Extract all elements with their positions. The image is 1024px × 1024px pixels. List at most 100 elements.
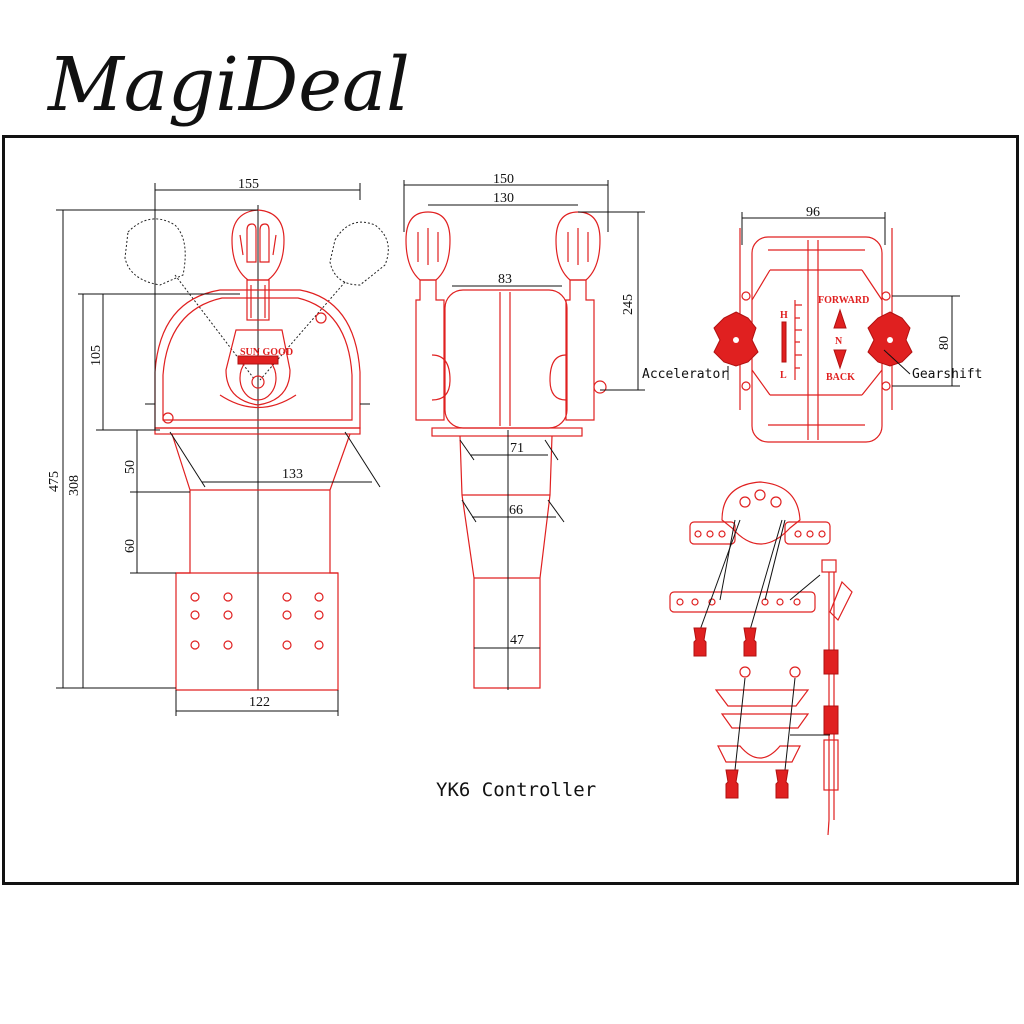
side-knob [593, 380, 607, 394]
arm-hole [718, 530, 726, 538]
dim-133-label: 133 [282, 467, 303, 482]
gearshift-leader [883, 349, 911, 375]
arm-hole [706, 530, 714, 538]
front-handle [231, 209, 285, 281]
dim-150-label: 150 [493, 172, 514, 187]
clamp-nut [789, 666, 801, 678]
gearshift-label: Gearshift [912, 367, 982, 382]
front-neck [171, 433, 351, 691]
dim-47-label: 47 [510, 633, 524, 648]
front-housing [154, 289, 361, 429]
mount-arm-right [784, 521, 831, 545]
mount-hole [190, 592, 200, 602]
cable-clevis [821, 559, 837, 573]
cable-sleeve [823, 649, 839, 675]
side-base-plate [431, 427, 583, 437]
top-view: H L FORWARD N BACK Accelerator Gearshift… [642, 205, 982, 443]
dim-80-label: 80 [937, 336, 952, 350]
dim-122-label: 122 [249, 695, 270, 710]
side-lever-left-groove [417, 228, 439, 265]
mount-hole [282, 640, 292, 650]
bracket-hole [754, 489, 766, 501]
dim-475-label: 475 [47, 471, 62, 492]
top-throttle-bar [781, 321, 787, 363]
mount-hole [314, 640, 324, 650]
front-badge-text: SUN GOOD [240, 347, 293, 358]
dim-308-label: 308 [67, 475, 82, 496]
side-lever-right-handle [555, 211, 601, 281]
side-lever-left-arm [415, 279, 445, 421]
front-badge [237, 355, 279, 365]
top-mark-back: BACK [826, 372, 855, 383]
accelerator-label: Accelerator [642, 367, 728, 382]
dim-133-diag-r [344, 431, 381, 488]
side-lever-right-arm [565, 279, 595, 421]
front-base-plate [154, 427, 361, 435]
side-lever-right-groove [567, 228, 589, 265]
clamp-line [734, 677, 746, 771]
dim-50-label: 50 [123, 460, 138, 474]
top-mark-h: H [780, 310, 788, 321]
side-neck [459, 435, 553, 689]
arm-hole [694, 530, 702, 538]
top-mark-l: L [780, 370, 787, 381]
arm-hole [818, 530, 826, 538]
top-housing-bevel [751, 249, 883, 426]
mount-hole [282, 592, 292, 602]
front-view: SUN GOOD 155 47 [47, 177, 389, 716]
side-view: 150 130 83 245 71 66 47 [403, 172, 645, 690]
dim-245-label: 245 [621, 294, 636, 315]
clamp-nut [739, 666, 751, 678]
gearshift-knob-center [887, 337, 893, 343]
cable-tail [827, 819, 830, 836]
front-lever-stem [246, 279, 270, 321]
clamp-plate [720, 713, 810, 729]
bolt [693, 627, 707, 657]
dim-96-label: 96 [806, 205, 820, 220]
top-screw [741, 291, 751, 301]
assembly-line [719, 519, 736, 601]
front-pivot-arc [219, 394, 297, 409]
mount-plate [669, 591, 816, 613]
dim-71-diag-l [459, 439, 475, 461]
ghost-lever-left [124, 218, 256, 381]
assembly-line [789, 574, 821, 601]
plate-hole [793, 598, 801, 606]
mount-hole [314, 610, 324, 620]
top-screw [881, 381, 891, 391]
top-scale-ticks [794, 300, 802, 380]
accelerator-knob-center [733, 337, 739, 343]
dim-60-label: 60 [123, 539, 138, 553]
mount-hole [190, 640, 200, 650]
dim-71-label: 71 [510, 441, 524, 456]
bolt [743, 627, 757, 657]
front-screw-left [162, 412, 174, 424]
clamp-plate [714, 689, 810, 707]
mount-bracket-top [721, 481, 801, 545]
top-screw [741, 381, 751, 391]
brand-logo-text: MagiDeal [48, 42, 410, 128]
front-mount-holes [190, 592, 324, 650]
cable-sleeve [823, 705, 839, 735]
mount-hole [223, 640, 233, 650]
mount-hole [282, 610, 292, 620]
top-screw [881, 291, 891, 301]
dim-83-label: 83 [498, 272, 512, 287]
front-center-plate [225, 329, 291, 406]
dim-71-diag-r [544, 439, 559, 461]
clamp-line [784, 677, 796, 771]
mount-hole [314, 592, 324, 602]
arm-hole [806, 530, 814, 538]
side-lever-left-knuckle [431, 354, 451, 401]
bolt [775, 769, 789, 799]
plate-hole [776, 598, 784, 606]
front-handle-groove [239, 223, 277, 263]
top-mark-n: N [835, 336, 843, 347]
diagram-frame [2, 135, 1019, 885]
mount-hole [223, 610, 233, 620]
cable-end [829, 580, 853, 622]
assembly-line [699, 519, 741, 631]
side-lever-left-handle [405, 211, 451, 281]
dim-105-label: 105 [89, 345, 104, 366]
